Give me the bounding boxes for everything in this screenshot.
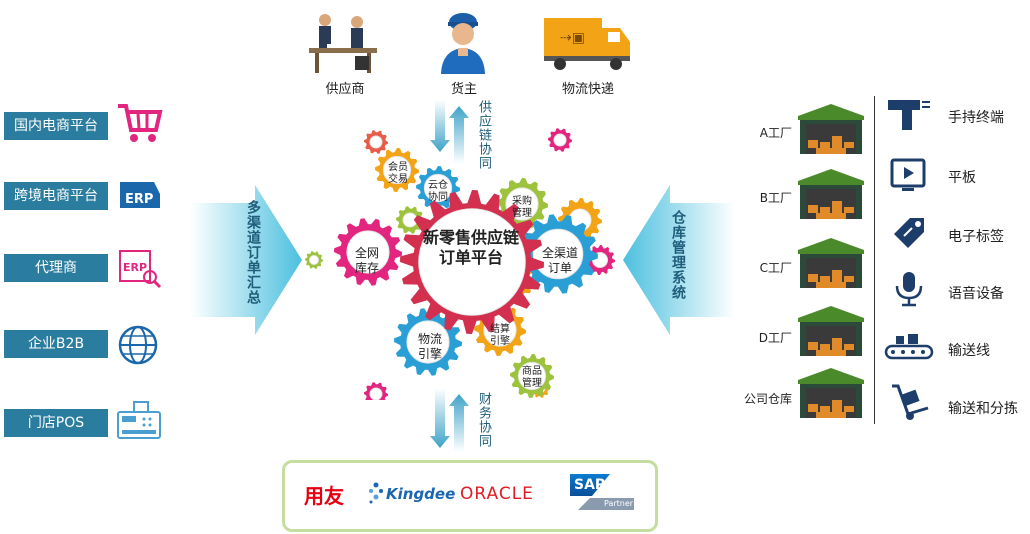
- tablet-icon: [890, 158, 926, 191]
- conveyor-icon: [884, 334, 934, 360]
- module-product-management: 商品 管理: [522, 366, 542, 389]
- module-cloud-warehouse: 云仓 协同: [428, 180, 448, 203]
- svg-text:⇢▣: ⇢▣: [560, 30, 585, 46]
- electronic-tag-icon: [894, 218, 924, 248]
- channel-store-pos: 门店POS: [4, 409, 108, 437]
- gear-product-management: [510, 354, 554, 398]
- supply-chain-flow-arrows: [430, 100, 469, 164]
- device-label-tablet: 平板: [948, 170, 976, 186]
- small-gear: [364, 382, 388, 400]
- channel-crossborder-ecommerce: 跨境电商平台: [4, 182, 108, 210]
- factory-label-b: B工厂: [759, 191, 792, 205]
- handheld-scanner-icon: [888, 100, 930, 130]
- gear-cloud-warehouse: [416, 166, 460, 210]
- finance-flow-label: 财务协同: [476, 392, 491, 448]
- hand-truck-icon: [892, 384, 929, 420]
- module-inventory: 全网 库存: [354, 246, 379, 275]
- right-arrow-label: 仓库管理系统: [670, 210, 686, 300]
- warehouse-icon: [798, 306, 864, 356]
- erp-truck-icon: ERP: [120, 182, 160, 208]
- factory-label-d: D工厂: [758, 331, 792, 345]
- kingdee-dots-icon: [369, 482, 383, 504]
- module-member-trade: 会员 交易: [388, 162, 408, 185]
- role-label-logistics: 物流快递: [561, 82, 614, 97]
- device-label-voice: 语音设备: [948, 286, 1004, 302]
- warehouse-icon: [798, 238, 864, 288]
- worker-icon: [441, 13, 485, 74]
- sap-logo: [570, 474, 634, 510]
- module-omnichannel-order: 全渠道 订单: [541, 246, 578, 275]
- warehouse-icon: [798, 368, 864, 418]
- erp-search-icon: ERP: [119, 250, 162, 289]
- warehouse-icon: [798, 104, 864, 154]
- device-label-sorting: 输送和分拣: [948, 401, 1018, 417]
- device-label-etag: 电子标签: [948, 229, 1004, 245]
- factory-label-c: C工厂: [759, 261, 792, 275]
- right-warehouse-arrow: [623, 185, 735, 335]
- factory-label-a: A工厂: [759, 126, 792, 140]
- gear-inventory: [334, 218, 402, 286]
- warehouse-icon: [798, 169, 864, 219]
- pos-register-icon: [117, 401, 161, 439]
- erp-logo-panel: [282, 460, 658, 532]
- channel-enterprise-b2b: 企业B2B: [4, 330, 108, 358]
- gear-cluster: [305, 128, 615, 400]
- finance-flow-arrows: [430, 388, 469, 452]
- small-gear: [548, 128, 572, 152]
- oracle-logo: ORACLE: [460, 484, 534, 504]
- left-collect-arrow: [190, 185, 302, 335]
- module-purchasing: 采购 管理: [512, 196, 532, 219]
- channel-agent: 代理商: [4, 254, 108, 282]
- supply-chain-flow-label: 供应链协同: [476, 100, 491, 170]
- microphone-icon: [895, 272, 923, 307]
- shopping-cart-icon: [118, 104, 163, 142]
- svg-text:ERP: ERP: [123, 261, 147, 274]
- module-logistics-engine: 物流 引擎: [417, 332, 442, 361]
- yonyou-logo: 用友: [304, 484, 344, 508]
- svg-text:ERP: ERP: [125, 192, 153, 207]
- small-gear: [364, 130, 388, 154]
- device-label-conveyor: 输送线: [948, 343, 990, 359]
- channel-domestic-ecommerce: 国内电商平台: [4, 112, 108, 140]
- business-meeting-icon: [309, 14, 377, 73]
- factory-label-company: 公司仓库: [743, 392, 792, 406]
- kingdee-logo: Kingdee: [386, 485, 456, 503]
- role-label-supplier: 供应商: [325, 82, 365, 97]
- gear-omnichannel-order: [518, 214, 598, 294]
- globe-icon: [118, 325, 158, 365]
- delivery-truck-icon: ⇢▣: [544, 18, 630, 70]
- gear-member-trade: [375, 148, 419, 192]
- sap-partner-text: Partner: [604, 499, 634, 508]
- small-gear: [305, 251, 323, 269]
- device-label-handheld: 手持终端: [948, 110, 1004, 126]
- device-divider: [874, 96, 875, 424]
- role-label-owner: 货主: [450, 82, 477, 97]
- left-arrow-label: 多渠道订单汇总: [245, 200, 261, 305]
- sap-logo-text: SAP: [574, 477, 606, 493]
- module-settlement-engine: 结算 引擎: [490, 324, 510, 347]
- center-platform-title: 新零售供应链 订单平台: [422, 228, 519, 267]
- gear-center-platform: [400, 190, 544, 334]
